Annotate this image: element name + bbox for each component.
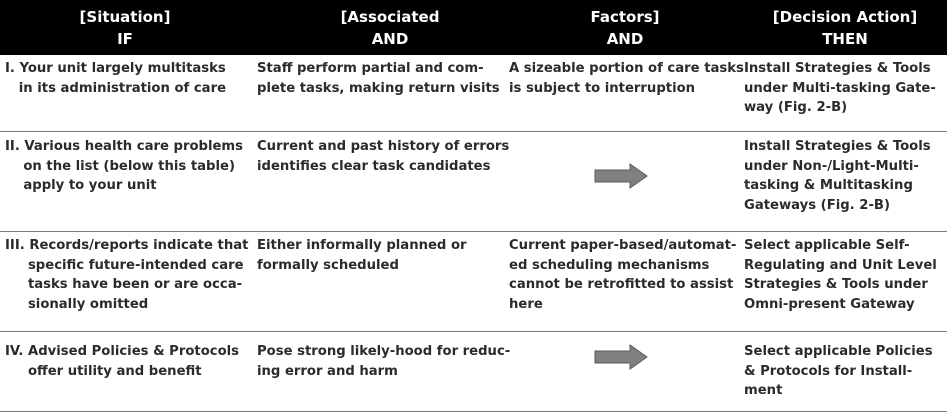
row-divider bbox=[0, 331, 947, 332]
table-header: [Situation] IF [Associated AND Factors] … bbox=[0, 0, 947, 55]
header-then-label: THEN bbox=[822, 30, 868, 48]
header-and-label-2: AND bbox=[606, 30, 644, 48]
header-factors: Factors] AND bbox=[520, 8, 730, 49]
row1-factors: A sizeable portion of care tasks is subj… bbox=[509, 61, 744, 96]
header-associated-label: [Associated bbox=[340, 8, 440, 26]
row3-situation: III. Records/reports indicate that speci… bbox=[5, 238, 249, 312]
row4-action: Select applicable Policies & Protocols f… bbox=[744, 344, 933, 398]
header-if-label: IF bbox=[117, 30, 133, 48]
row1-situation: I. Your unit largely multitasks in its a… bbox=[5, 61, 227, 96]
header-associated: [Associated AND bbox=[290, 8, 490, 49]
row3-action: Select applicable Self- Regulating and U… bbox=[744, 238, 937, 312]
row3-associated: Either informally planned or formally sc… bbox=[257, 238, 467, 273]
row4-associated: Pose strong likely-hood for reduc- ing e… bbox=[257, 344, 511, 379]
row3-factors: Current paper-based/automat- ed scheduli… bbox=[509, 238, 737, 312]
row1-action: Install Strategies & Tools under Multi-t… bbox=[744, 61, 936, 115]
header-decision-action-label: [Decision Action] bbox=[772, 8, 918, 26]
row-divider bbox=[0, 411, 947, 412]
row1-associated: Staff perform partial and com- plete tas… bbox=[257, 61, 500, 96]
row-divider bbox=[0, 231, 947, 232]
header-situation: [Situation] IF bbox=[30, 8, 220, 49]
row4-situation: IV. Advised Policies & Protocols offer u… bbox=[5, 344, 240, 379]
right-arrow-icon bbox=[594, 344, 648, 370]
row2-associated: Current and past history of errors ident… bbox=[257, 139, 510, 174]
header-situation-label: [Situation] bbox=[79, 8, 171, 26]
row2-situation: II. Various health care problems on the … bbox=[5, 139, 243, 193]
right-arrow-icon bbox=[594, 163, 648, 189]
row-divider bbox=[0, 131, 947, 132]
row2-action: Install Strategies & Tools under Non-/Li… bbox=[744, 139, 931, 213]
header-factors-label: Factors] bbox=[590, 8, 660, 26]
header-and-label: AND bbox=[371, 30, 409, 48]
header-decision-action: [Decision Action] THEN bbox=[745, 8, 945, 49]
